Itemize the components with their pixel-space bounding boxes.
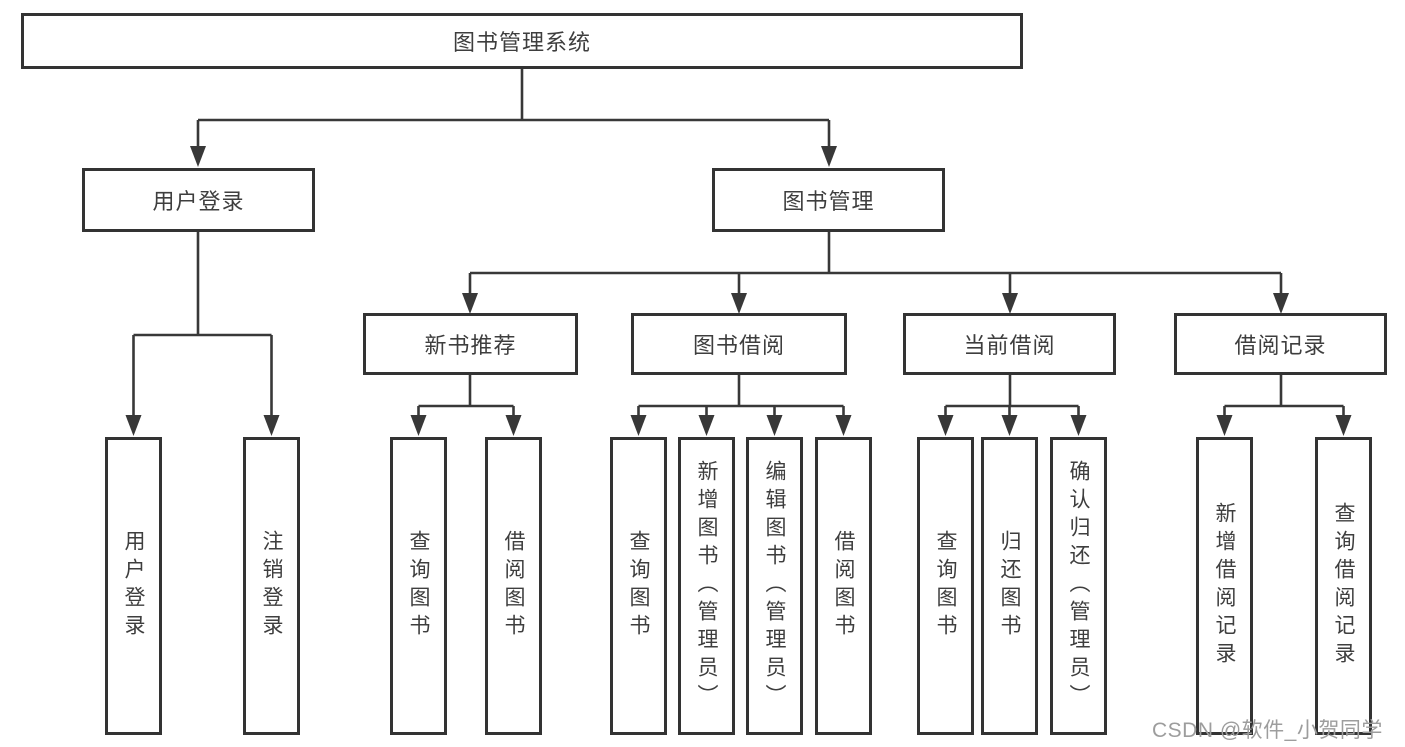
leaf-label: 查询借阅记录 — [1332, 502, 1355, 670]
leaf-query-books-borrow: 查询图书 — [610, 437, 667, 735]
node-book-borrow: 图书借阅 — [631, 313, 847, 375]
leaf-label: 新增图书（管理员） — [695, 460, 718, 712]
leaf-confirm-return-admin: 确认归还（管理员） — [1050, 437, 1107, 735]
leaf-borrow-books-recommend: 借阅图书 — [485, 437, 542, 735]
leaf-add-borrow-record: 新增借阅记录 — [1196, 437, 1253, 735]
leaf-label: 确认归还（管理员） — [1067, 460, 1090, 712]
leaf-edit-books-admin: 编辑图书（管理员） — [746, 437, 803, 735]
leaf-label: 编辑图书（管理员） — [763, 460, 786, 712]
leaf-label: 注销登录 — [260, 530, 283, 642]
leaf-label: 查询图书 — [627, 530, 650, 642]
node-user-login: 用户登录 — [82, 168, 315, 232]
leaf-label: 归还图书 — [998, 530, 1021, 642]
leaf-borrow-books: 借阅图书 — [815, 437, 872, 735]
leaf-return-books: 归还图书 — [981, 437, 1038, 735]
node-library-management-system: 图书管理系统 — [21, 13, 1023, 69]
node-borrow-records: 借阅记录 — [1174, 313, 1387, 375]
leaf-query-books-recommend: 查询图书 — [390, 437, 447, 735]
leaf-label: 用户登录 — [122, 530, 145, 642]
node-current-borrow: 当前借阅 — [903, 313, 1116, 375]
node-book-management: 图书管理 — [712, 168, 945, 232]
leaf-logout: 注销登录 — [243, 437, 300, 735]
leaf-label: 查询图书 — [934, 530, 957, 642]
leaf-add-books-admin: 新增图书（管理员） — [678, 437, 735, 735]
leaf-label: 新增借阅记录 — [1213, 502, 1236, 670]
csdn-watermark: CSDN @软件_小贺同学 — [1152, 719, 1383, 742]
leaf-query-books-current: 查询图书 — [917, 437, 974, 735]
leaf-label: 借阅图书 — [502, 530, 525, 642]
node-new-book-recommend: 新书推荐 — [363, 313, 578, 375]
leaf-query-borrow-record: 查询借阅记录 — [1315, 437, 1372, 735]
leaf-user-login: 用户登录 — [105, 437, 162, 735]
leaf-label: 查询图书 — [407, 530, 430, 642]
leaf-label: 借阅图书 — [832, 530, 855, 642]
